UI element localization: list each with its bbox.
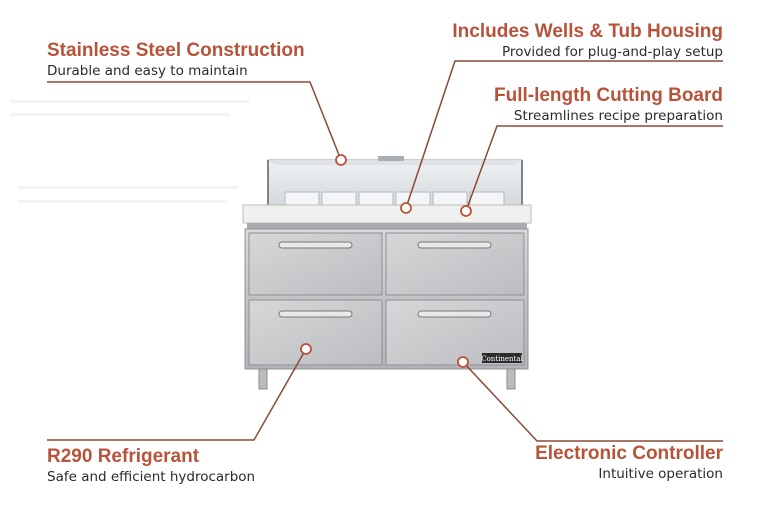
- callout-subtitle: Durable and easy to maintain: [47, 63, 248, 79]
- brand-plate: [482, 353, 522, 363]
- leader-board: [465, 125, 723, 212]
- callout-stainless-steel: Stainless Steel Construction Durable and…: [47, 40, 305, 80]
- leader-stainless: [47, 81, 342, 161]
- callout-subtitle: Streamlines recipe preparation: [513, 108, 723, 124]
- cutting-board: [242, 204, 532, 224]
- drawer-handles: [278, 241, 492, 318]
- ghost-line: [18, 200, 228, 203]
- markers: [300, 154, 472, 368]
- callout-title: Stainless Steel Construction: [47, 40, 305, 61]
- ghost-line: [10, 113, 230, 116]
- marker-board: [460, 205, 472, 217]
- leader-controller: [462, 361, 723, 442]
- ghost-line: [18, 186, 238, 189]
- callout-title: R290 Refrigerant: [47, 446, 200, 467]
- brand-label: Continental: [481, 355, 523, 363]
- callout-subtitle: Intuitive operation: [598, 466, 723, 482]
- callout-wells-tub-housing: Includes Wells & Tub Housing Provided fo…: [452, 21, 723, 61]
- callout-electronic-controller: Electronic Controller Intuitive operatio…: [535, 443, 723, 483]
- leader-wells: [405, 60, 723, 209]
- callout-title: Electronic Controller: [535, 443, 723, 464]
- callout-r290-refrigerant: R290 Refrigerant Safe and efficient hydr…: [47, 446, 255, 486]
- callout-title: Full-length Cutting Board: [493, 85, 723, 106]
- marker-stainless: [335, 154, 347, 166]
- board-rail: [247, 223, 527, 231]
- leader-lines: [47, 60, 723, 442]
- marker-r290: [300, 343, 312, 355]
- callout-subtitle: Safe and efficient hydrocarbon: [47, 469, 256, 485]
- callout-subtitle: Provided for plug-and-play setup: [502, 44, 723, 60]
- ghost-line: [10, 100, 250, 103]
- marker-wells: [400, 202, 412, 214]
- legs: [258, 368, 516, 390]
- callout-title: Includes Wells & Tub Housing: [452, 21, 723, 42]
- callout-cutting-board: Full-length Cutting Board Streamlines re…: [494, 85, 723, 125]
- leader-r290: [47, 348, 307, 441]
- marker-controller: [457, 356, 469, 368]
